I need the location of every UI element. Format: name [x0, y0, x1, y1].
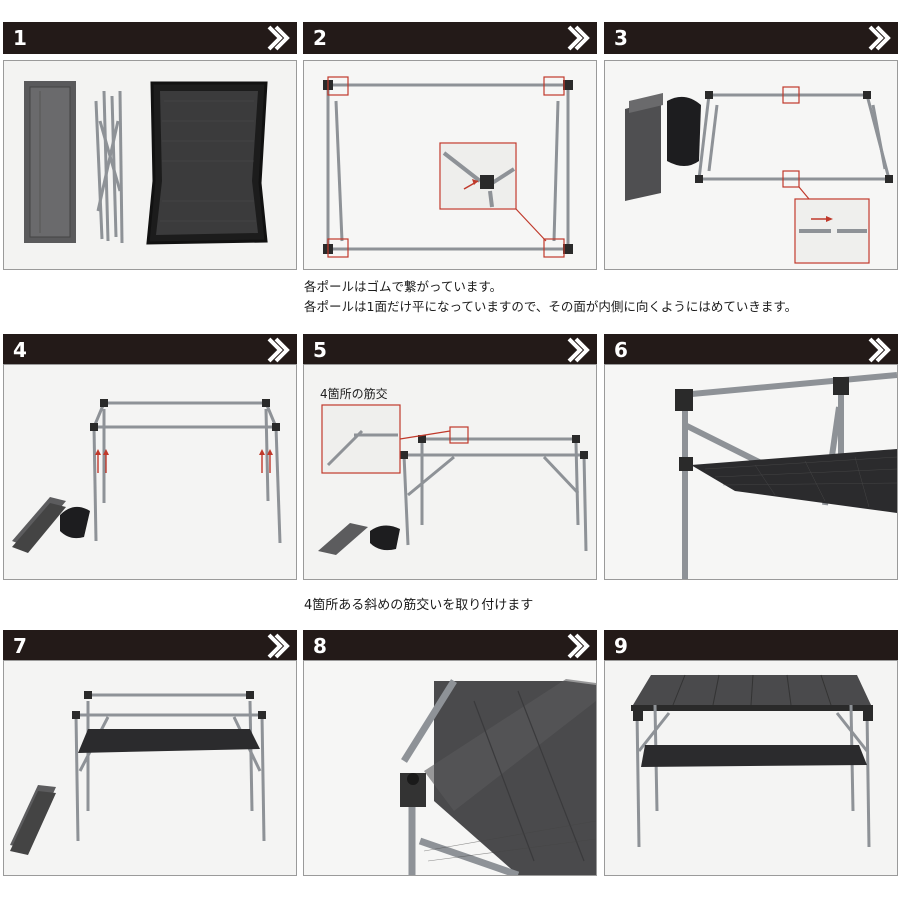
step-number: 7 — [13, 634, 27, 658]
step-5: 5 4箇所の筋交 — [303, 334, 597, 580]
chevron-right-icon — [267, 633, 290, 659]
step-7-photo — [3, 660, 297, 876]
step-9-photo — [604, 660, 898, 876]
step-3: 3 — [604, 22, 898, 270]
step-number: 4 — [13, 338, 27, 362]
chevron-right-icon — [567, 337, 590, 363]
step-6-header: 6 — [604, 334, 898, 366]
chevron-right-icon — [567, 633, 590, 659]
step-6: 6 — [604, 334, 898, 580]
step-3-photo — [604, 60, 898, 270]
step-4: 4 — [3, 334, 297, 580]
chevron-right-icon — [868, 25, 891, 51]
step-2-photo — [303, 60, 597, 270]
step-4-header: 4 — [3, 334, 297, 366]
chevron-right-icon — [267, 25, 290, 51]
step-2-header: 2 — [303, 22, 597, 54]
step-6-photo — [604, 364, 898, 580]
step-7-header: 7 — [3, 630, 297, 662]
step-5-header: 5 — [303, 334, 597, 366]
step-9-header: 9 — [604, 630, 898, 662]
chevron-right-icon — [868, 337, 891, 363]
step-number: 3 — [614, 26, 628, 50]
chevron-right-icon — [567, 25, 590, 51]
step-9: 9 — [604, 630, 898, 876]
step-number: 5 — [313, 338, 327, 362]
step-8-header: 8 — [303, 630, 597, 662]
step-4-photo — [3, 364, 297, 580]
step-number: 1 — [13, 26, 27, 50]
step-number: 9 — [614, 634, 628, 658]
chevron-right-icon — [267, 337, 290, 363]
caption-line-2: 各ポールは1面だけ平になっていますので、その面が内側に向くようにはめていきます。 — [304, 299, 798, 314]
step-2: 2 — [303, 22, 597, 270]
step-number: 6 — [614, 338, 628, 362]
caption-line-1: 各ポールはゴムで繋がっています。 — [304, 279, 503, 294]
step-7: 7 — [3, 630, 297, 876]
step-number: 8 — [313, 634, 327, 658]
step-5-label: 4箇所の筋交 — [320, 387, 388, 401]
step-5-photo: 4箇所の筋交 — [303, 364, 597, 580]
step-1-header: 1 — [3, 22, 297, 54]
step-8: 8 — [303, 630, 597, 876]
step-1-photo — [3, 60, 297, 270]
step-8-photo — [303, 660, 597, 876]
step-number: 2 — [313, 26, 327, 50]
step-3-header: 3 — [604, 22, 898, 54]
caption-row-2: 4箇所ある斜めの筋交いを取り付けます — [304, 598, 534, 613]
step-1: 1 — [3, 22, 297, 270]
